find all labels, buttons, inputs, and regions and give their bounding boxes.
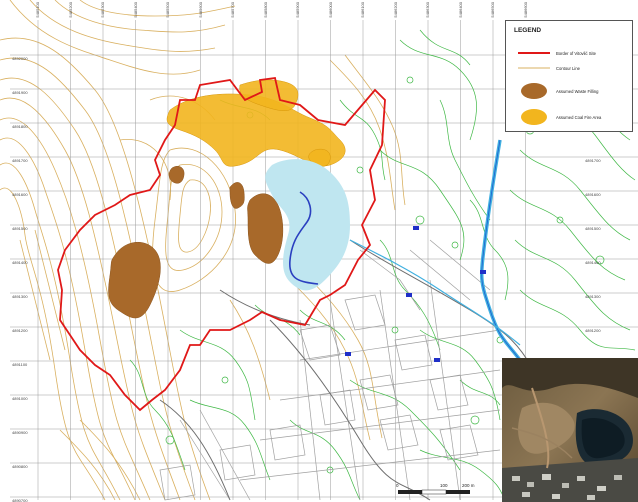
northing-label-left: 4891700	[12, 158, 28, 163]
northing-label-right: 4891600	[585, 192, 601, 197]
northing-label-right: 4891700	[585, 158, 601, 163]
legend: LEGEND Border of Vitovlić Site Contour L…	[505, 20, 633, 132]
easting-label: 5486100	[360, 2, 365, 18]
easting-label: 5485600	[197, 2, 203, 18]
easting-label: 5486000	[327, 2, 333, 18]
contour-lines	[0, 0, 406, 501]
inset-aerial-photo	[502, 358, 638, 502]
scale-label: 0	[396, 483, 399, 488]
easting-label: 5486500	[490, 2, 495, 18]
northing-label-left: 4891400	[12, 260, 28, 265]
legend-label-contour: Contour Line	[556, 66, 580, 71]
northing-label-left: 4892000	[12, 56, 28, 61]
easting-label: 5485500	[165, 2, 170, 18]
easting-label: 5485300	[100, 2, 105, 18]
northing-label-left: 4890900	[12, 430, 28, 435]
legend-label-coal-fire: Assumed Coal Fire Area	[556, 115, 602, 120]
lake	[265, 159, 350, 291]
northing-label-left: 4891200	[12, 328, 28, 333]
legend-label-border: Border of Vitovlić Site	[556, 51, 596, 56]
aerial-photo-image	[502, 358, 638, 502]
northing-label-left: 4890800	[12, 464, 28, 469]
urban-area	[159, 239, 501, 501]
northing-label-left: 4891600	[12, 192, 28, 197]
northing-label-left: 4891300	[12, 294, 28, 299]
northing-label-left: 4891500	[12, 226, 28, 231]
easting-label: 5485800	[262, 2, 268, 18]
northing-label-left: 4891000	[12, 396, 28, 401]
legend-coal-fire-symbol	[521, 109, 547, 125]
easting-label: 5486400	[457, 2, 463, 18]
easting-label: 5485700	[230, 2, 235, 18]
scale-bar	[398, 489, 470, 495]
legend-label-waste: Assumed Waste Filling	[556, 89, 599, 94]
waste-filling-areas	[108, 166, 284, 319]
northing-label-left: 4891100	[12, 362, 28, 367]
scale-label: 200 m	[462, 483, 475, 488]
legend-title: LEGEND	[514, 27, 542, 34]
coal-fire-area	[166, 79, 346, 167]
northing-label-right: 4891400	[585, 260, 601, 265]
river	[349, 139, 522, 362]
easting-label: 5486200	[392, 2, 398, 18]
easting-label: 5485200	[67, 2, 73, 18]
northing-label-right: 4891200	[585, 328, 601, 333]
easting-label: 5486600	[522, 2, 528, 18]
site-border	[57, 76, 386, 412]
easting-label: 5485400	[132, 2, 138, 18]
easting-label: 5485100	[35, 2, 40, 18]
northing-label-left: 4891900	[12, 90, 28, 95]
scale-label: 100	[440, 483, 448, 488]
easting-label: 5485900	[295, 2, 300, 18]
northing-label-left: 4891800	[12, 124, 28, 129]
legend-symbols	[518, 52, 550, 125]
easting-label: 5486300	[425, 2, 430, 18]
northing-label-right: 4891500	[585, 226, 601, 231]
survey-points	[345, 226, 486, 362]
northing-label-right: 4891300	[585, 294, 601, 299]
northing-label-left: 4890700	[12, 498, 28, 502]
legend-waste-symbol	[521, 83, 547, 99]
